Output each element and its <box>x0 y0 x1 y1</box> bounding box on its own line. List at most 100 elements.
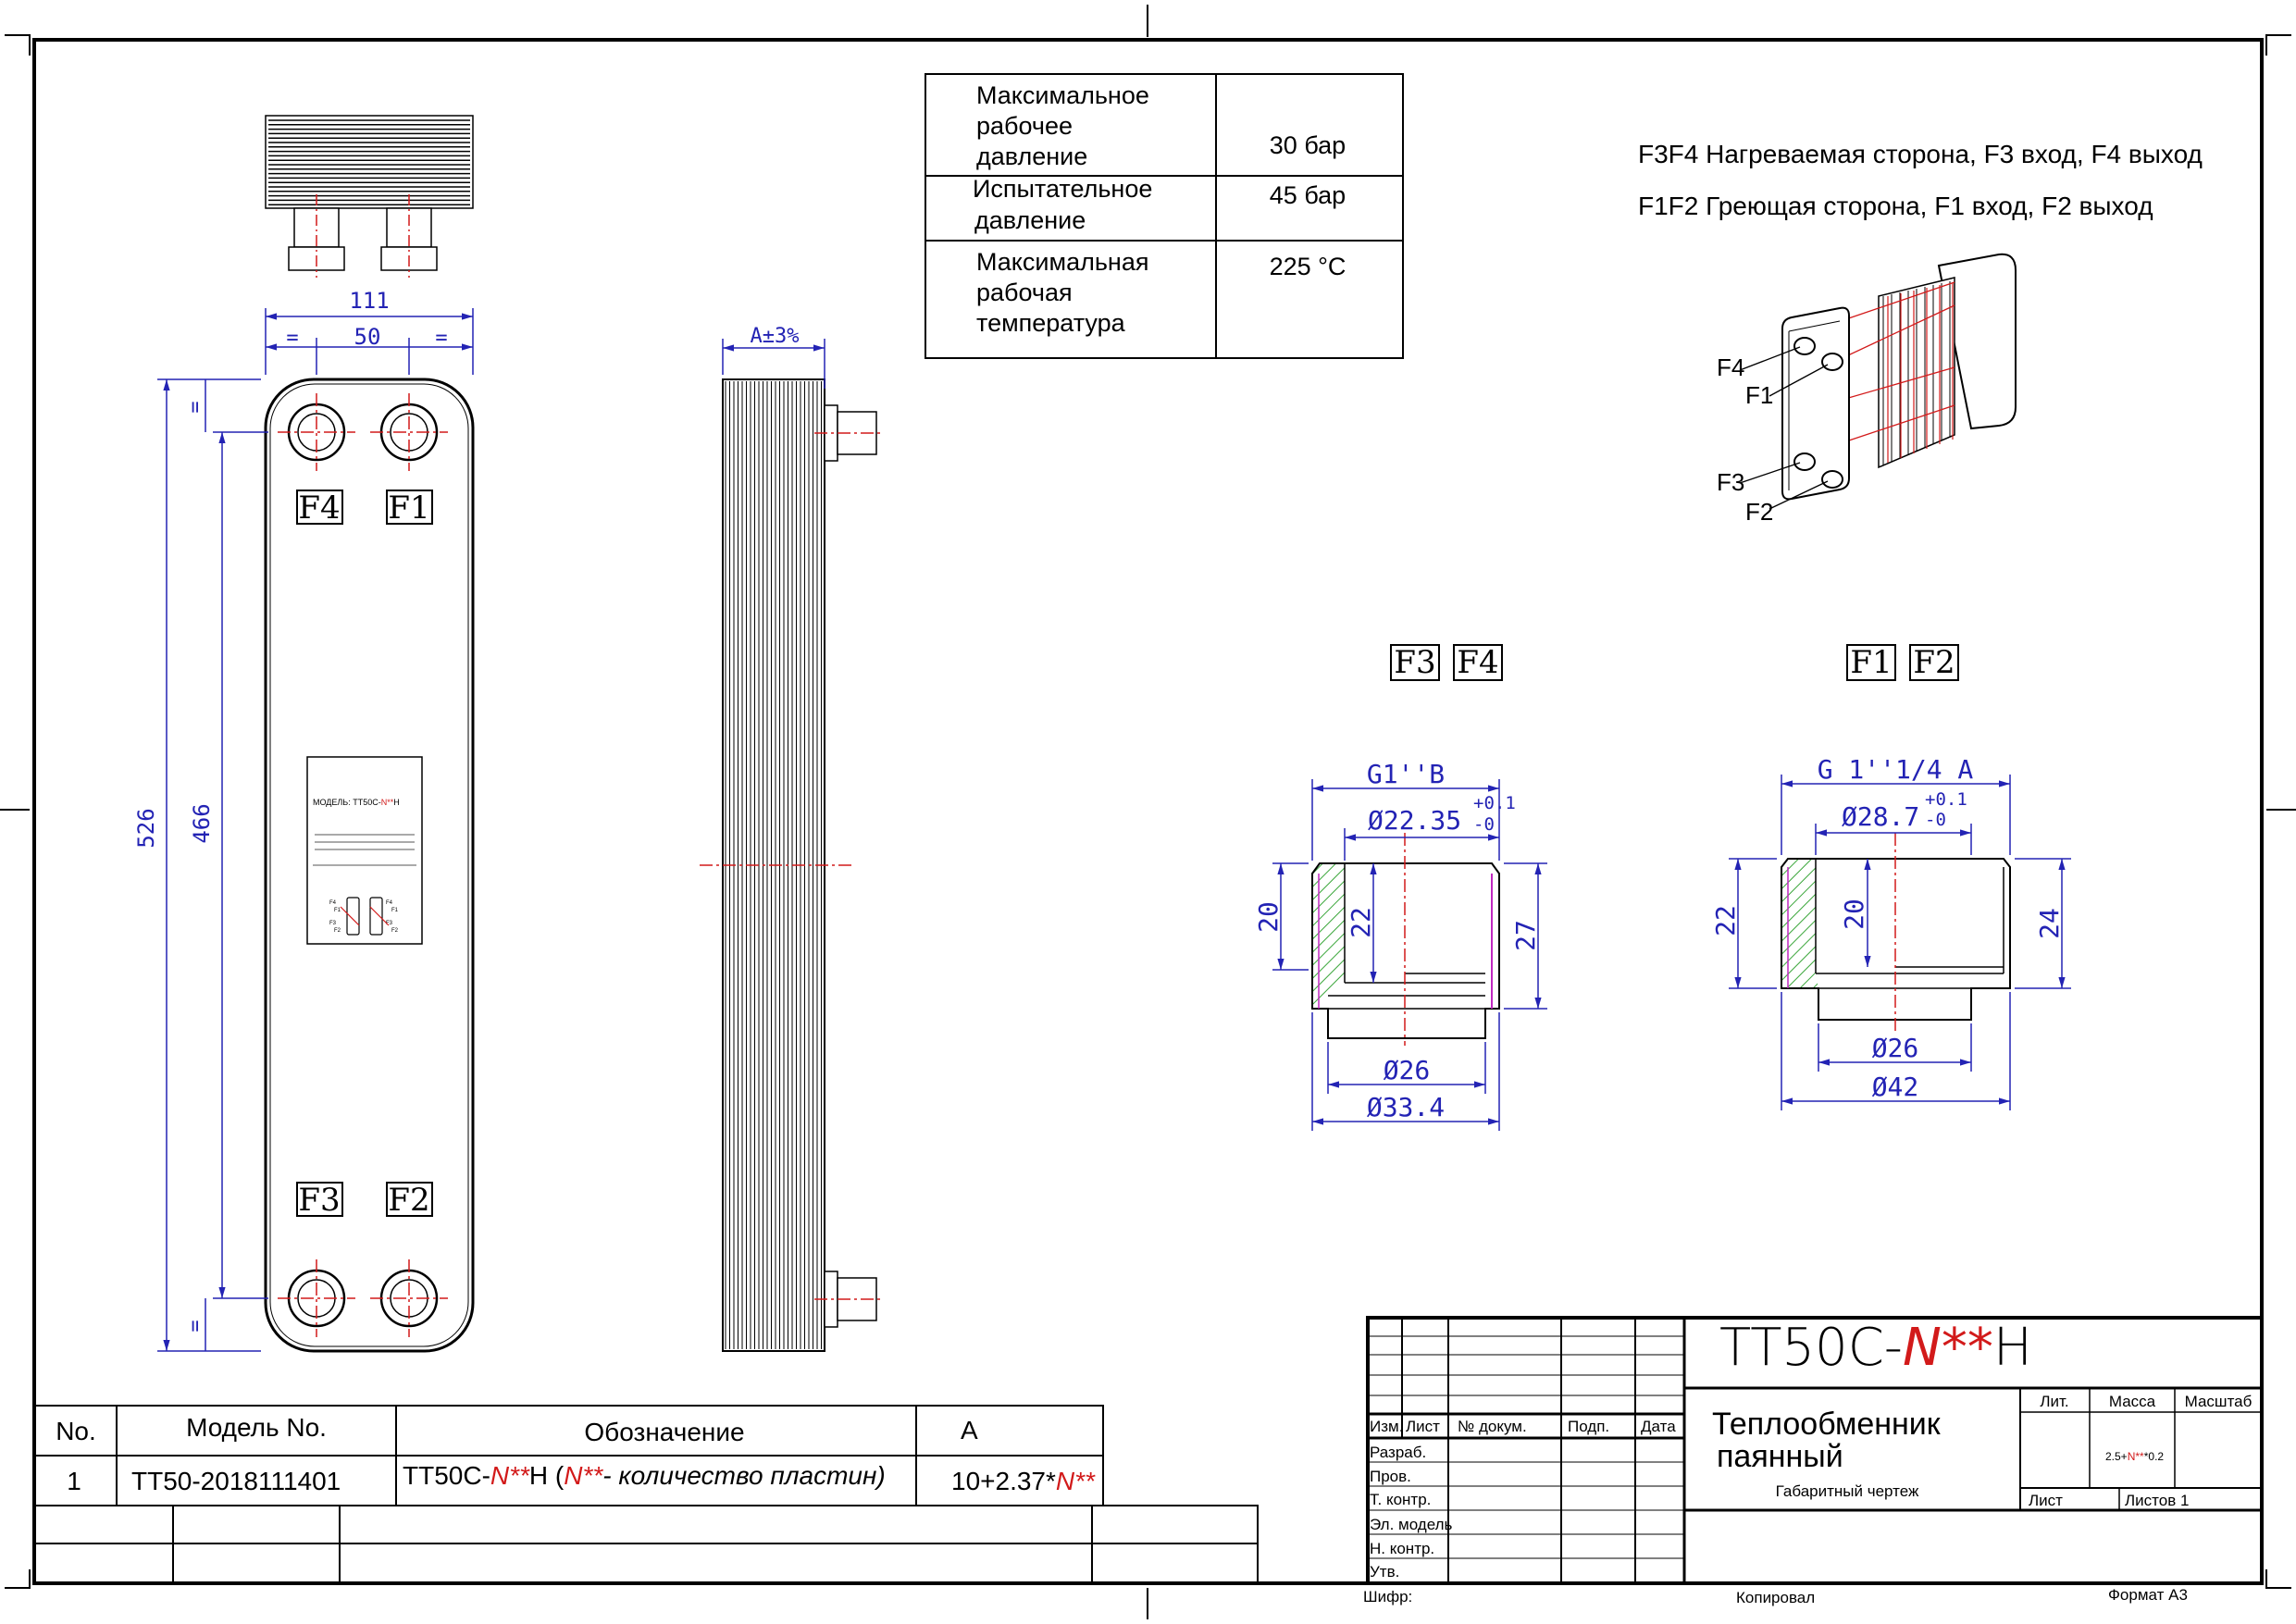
f1f2-height-left: 22 <box>1710 905 1741 936</box>
f1f2-bore: Ø28.7 <box>1842 801 1919 832</box>
nameplate-port-f2-a: F2 <box>334 928 341 934</box>
tb-lit-label: Лит. <box>2040 1393 2068 1410</box>
tb-role-developer: Разраб. <box>1370 1444 1426 1461</box>
svg-text:TT50C-N**H: TT50C-N**H <box>1719 1318 2032 1378</box>
parts-table: No. Модель No. Обозначение A 1 TT50-2018… <box>33 1405 1259 1584</box>
title-block: TT50C-N**H Теплообменник паянный Габарит… <box>1363 1316 2264 1606</box>
tb-copied-label: Копировал <box>1736 1589 1815 1606</box>
title-name-line2: паянный <box>1717 1439 1843 1474</box>
spec-value-test-pressure: 45 бар <box>1270 181 1346 209</box>
iso-label-f4: F4 <box>1717 353 1744 381</box>
f1f2-tol-upper: +0.1 <box>1925 789 1967 810</box>
nameplate-port-f4-b: F4 <box>386 900 393 906</box>
tb-cipher-label: Шифр: <box>1363 1588 1412 1605</box>
spec-label-max-temp-2: рабочая <box>976 279 1073 306</box>
tb-col-sign: Подп. <box>1568 1418 1609 1435</box>
specs-table: Максимальное рабочее давление 30 бар Исп… <box>925 73 1404 359</box>
dim-pitch-50: 50 <box>354 324 381 350</box>
f1f2-height-right: 24 <box>2034 908 2065 939</box>
dim-side-a: A±3% <box>751 325 800 348</box>
svg-text:TT50C-N**H (N**- количество п: TT50C-N**H (N**- количество пластин) <box>403 1461 886 1490</box>
f1f2-height-inner: 20 <box>1839 899 1869 930</box>
tb-sheets-label: Листов 1 <box>2125 1492 2189 1509</box>
svg-text:10+2.37*N**: 10+2.37*N** <box>951 1467 1096 1495</box>
parts-header-no: No. <box>56 1417 96 1445</box>
legend-heated-side: F3F4 Нагреваемая сторона, F3 вход, F4 вы… <box>1638 140 2203 168</box>
nameplate-model-red: N** <box>381 798 394 807</box>
tb-col-list: Лист <box>1406 1418 1440 1435</box>
tb-mass-suffix: *0.2 <box>2144 1450 2165 1463</box>
f1f2-diameter-large: Ø42 <box>1872 1072 1919 1102</box>
side-view: A±3% <box>700 325 884 1352</box>
tb-role-tech-control: Т. контр. <box>1370 1491 1431 1508</box>
tb-scale-label: Масштаб <box>2185 1393 2253 1410</box>
detail-box-f2: F2 <box>1913 644 1955 681</box>
detail-box-f4: F4 <box>1457 644 1498 681</box>
dim-eq-top: = <box>184 401 207 413</box>
dim-width-111: 111 <box>349 288 389 314</box>
tb-mass-red: N** <box>2128 1450 2144 1463</box>
f1f2-diameter-small: Ø26 <box>1872 1033 1919 1063</box>
spec-label-max-pressure-2: рабочее <box>976 112 1073 140</box>
parts-header-model: Модель No. <box>186 1413 327 1442</box>
nameplate-port-f1-b: F1 <box>391 908 399 913</box>
parts-row-no: 1 <box>67 1467 81 1495</box>
spec-label-test-pressure-2: давление <box>974 206 1086 234</box>
iso-view: F4 F1 F3 F2 <box>1717 253 2017 526</box>
nameplate-model-prefix: МОДЕЛЬ: TT50C- <box>313 798 381 807</box>
front-port-label-f4: F4 <box>298 490 340 527</box>
parts-header-designation: Обозначение <box>584 1418 744 1446</box>
tb-role-checker: Пров. <box>1370 1468 1411 1485</box>
detail-box-f3: F3 <box>1394 644 1435 681</box>
tb-mass-prefix: 2.5+ <box>2105 1450 2128 1463</box>
tb-format-label: Формат А3 <box>2108 1586 2188 1604</box>
f3f4-bore: Ø22.35 <box>1368 805 1461 836</box>
nameplate-port-f1-a: F1 <box>334 908 341 913</box>
top-view <box>265 115 474 278</box>
svg-text:2.5+N***0.2: 2.5+N***0.2 <box>2105 1450 2164 1463</box>
spec-label-max-temp-3: температура <box>976 309 1126 337</box>
nameplate-model-suffix: H <box>393 798 400 807</box>
f3f4-height-left: 20 <box>1253 901 1284 933</box>
iso-label-f1: F1 <box>1745 381 1773 409</box>
nameplate: МОДЕЛЬ: TT50C-N**H F4 F1 F3 F2 F4 F1 F3 … <box>306 756 423 945</box>
title-code-suffix: H <box>1993 1318 2032 1378</box>
title-drawing-type: Габаритный чертеж <box>1776 1482 1919 1500</box>
front-port-label-f3: F3 <box>298 1182 340 1219</box>
dim-eq-right: = <box>435 327 447 350</box>
title-code-red: N** <box>1903 1318 1993 1378</box>
f3f4-tol-lower: -0 <box>1473 814 1495 835</box>
tb-role-approved: Утв. <box>1370 1563 1399 1581</box>
title-name-line1: Теплообменник <box>1712 1407 1942 1442</box>
parts-row-a-prefix: 10+2.37* <box>951 1467 1056 1495</box>
tb-col-doc: № докум. <box>1458 1418 1527 1435</box>
spec-label-max-pressure-1: Максимальное <box>976 81 1149 109</box>
parts-row-designation-prefix: TT50C- <box>403 1461 490 1490</box>
detail-box-f1: F1 <box>1850 644 1892 681</box>
spec-label-test-pressure-1: Испытательное <box>973 175 1152 203</box>
front-view: F4 F1 F3 F2 МОДЕЛЬ: TT50C-N**H F4 F1 F3 … <box>133 288 475 1353</box>
tb-role-e-model: Эл. модель <box>1370 1516 1453 1533</box>
tb-col-izm: Изм. <box>1370 1418 1403 1435</box>
spec-label-max-temp-1: Максимальная <box>976 248 1148 276</box>
front-port-label-f1: F1 <box>388 490 429 527</box>
iso-label-f3: F3 <box>1717 468 1744 496</box>
f3f4-diameter-large: Ø33.4 <box>1367 1092 1445 1122</box>
connection-detail-f3f4: F3 F4 <box>1253 644 1547 1131</box>
tb-sheet-label: Лист <box>2029 1492 2063 1509</box>
f3f4-diameter-small: Ø26 <box>1384 1055 1431 1085</box>
nameplate-port-f3-b: F3 <box>386 921 393 926</box>
iso-label-f2: F2 <box>1745 498 1773 526</box>
parts-row-a-red: N** <box>1056 1467 1096 1495</box>
title-code-prefix: TT50C- <box>1719 1318 1903 1378</box>
f1f2-tol-lower: -0 <box>1925 810 1946 830</box>
spec-value-max-temp: 225 °С <box>1270 253 1347 280</box>
parts-row-designation-red2: N** <box>564 1461 603 1490</box>
front-port-label-f2: F2 <box>388 1182 429 1219</box>
parts-row-model: TT50-2018111401 <box>131 1467 341 1495</box>
parts-row-designation-mid: H ( <box>529 1461 565 1490</box>
dim-eq-left: = <box>286 327 298 350</box>
parts-row-designation-note: - количество пластин) <box>602 1461 885 1490</box>
f3f4-thread: G1''B <box>1367 759 1445 789</box>
